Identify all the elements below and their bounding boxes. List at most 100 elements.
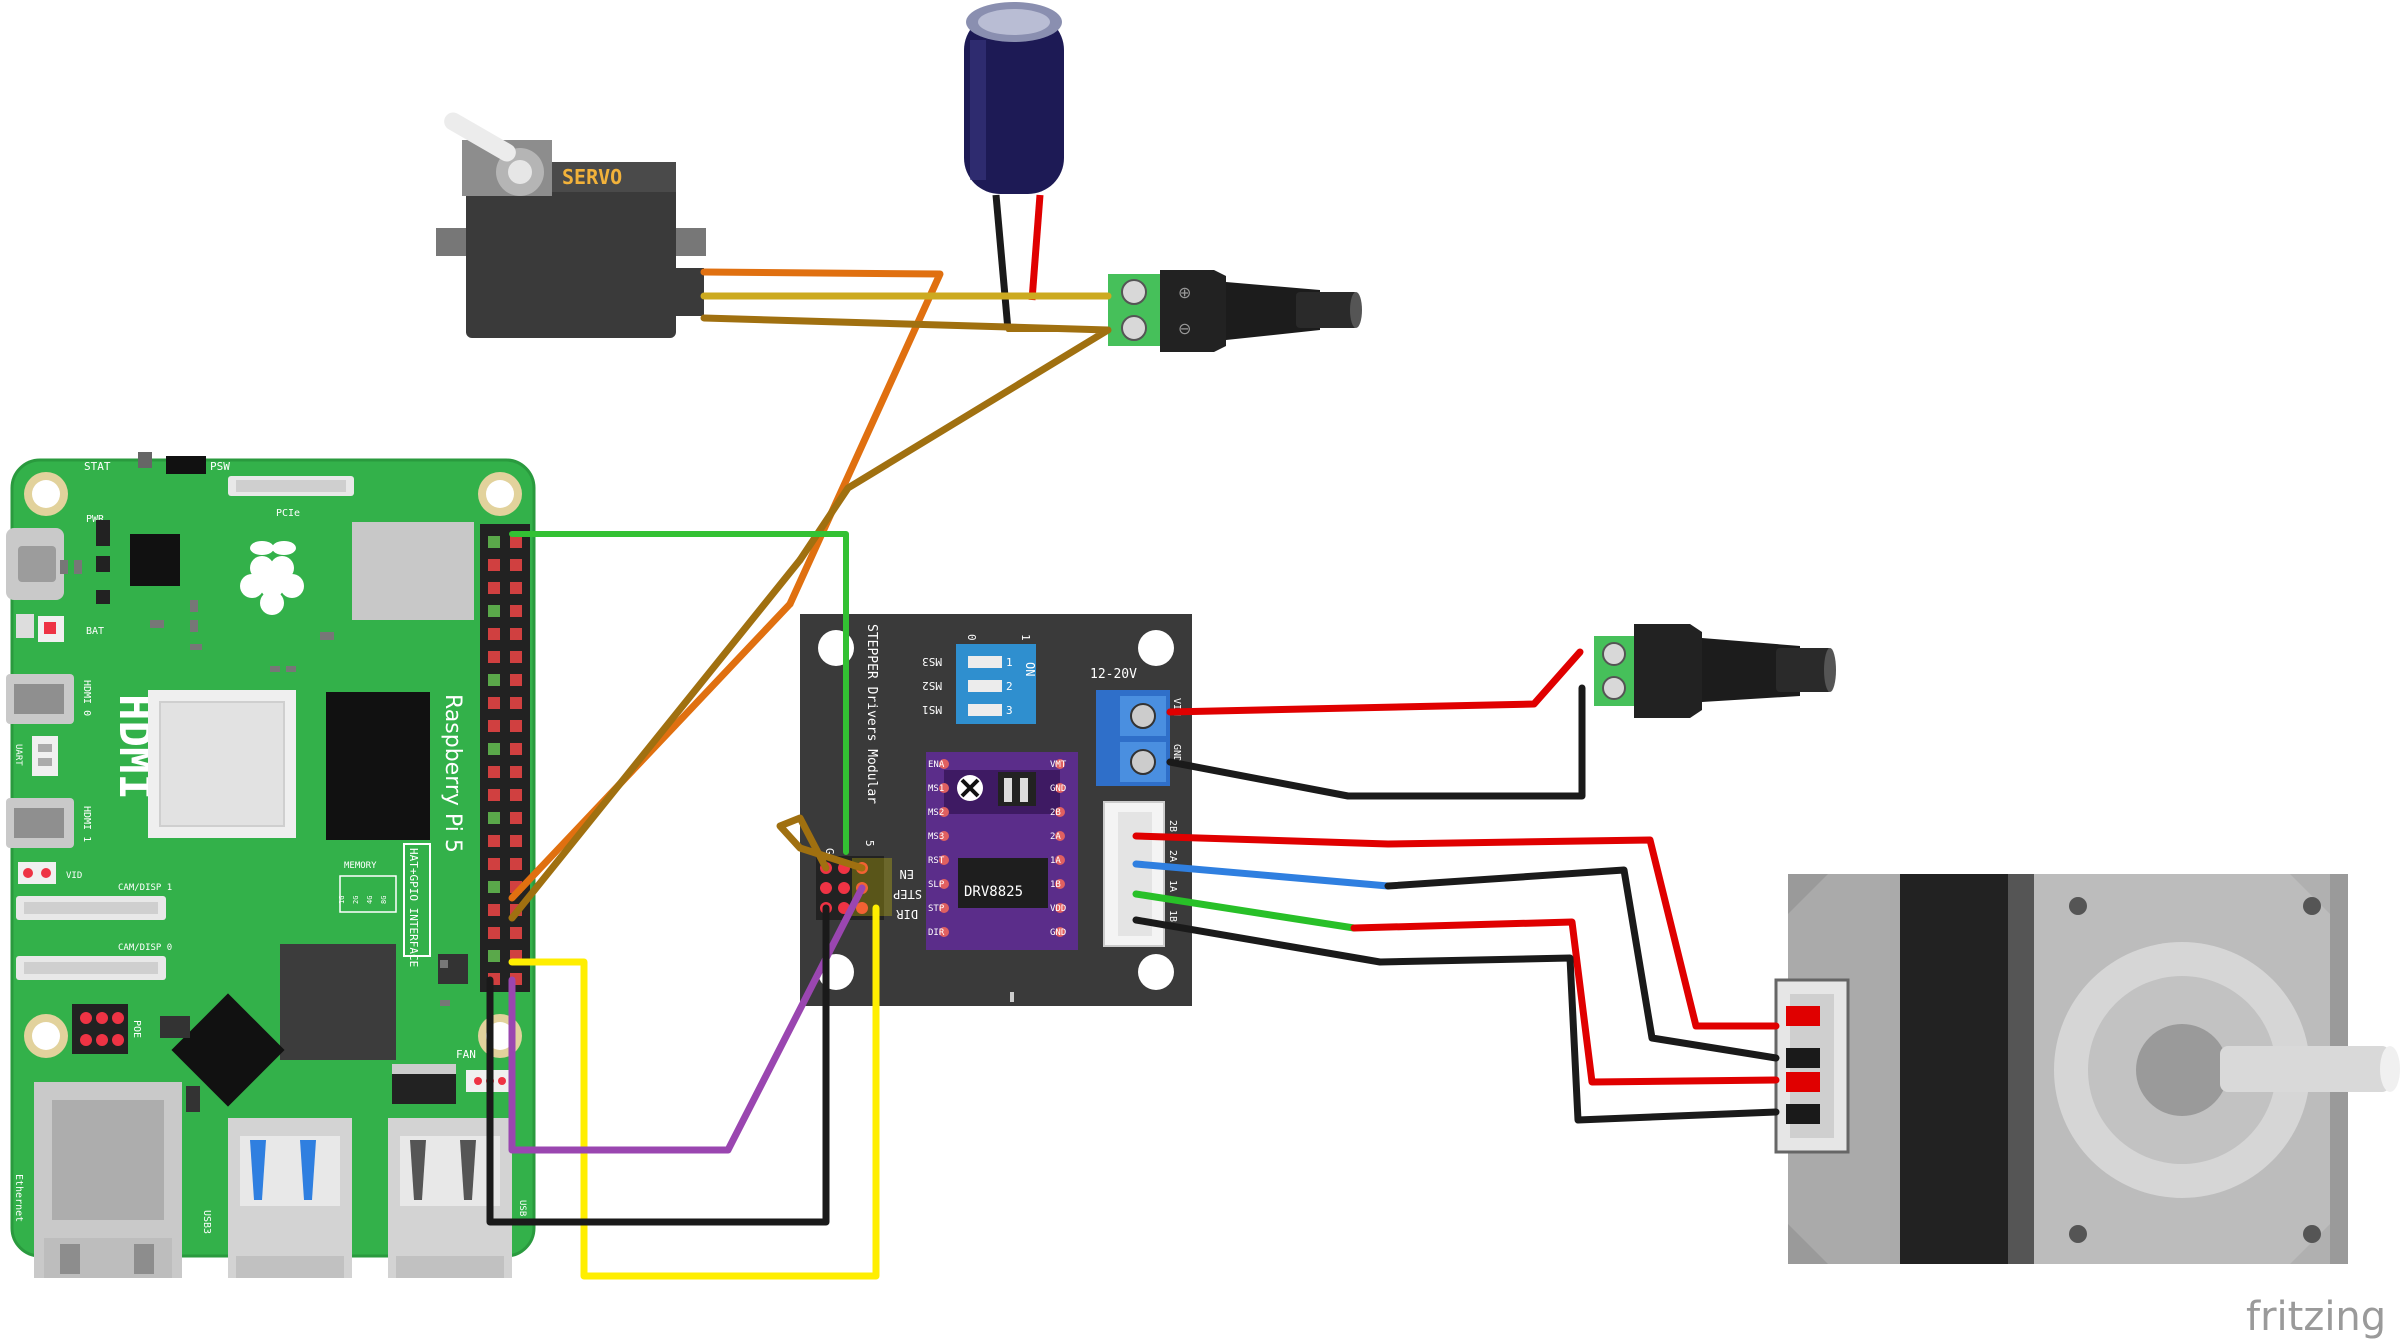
gnd-label: GND <box>1171 744 1182 762</box>
drv-pin-right-label: 2A <box>1050 832 1061 842</box>
pi-psw-label: PSW <box>210 460 230 473</box>
gpio-pin <box>510 766 522 778</box>
gpio-pin <box>488 927 500 939</box>
drv-pin-left <box>939 879 949 889</box>
drv-pin-right <box>1055 783 1065 793</box>
wire-motor-green <box>1132 890 1358 932</box>
gpio-pin <box>510 835 522 847</box>
wire-brown-to-gpio <box>508 556 804 922</box>
drv-pin-right <box>1055 807 1065 817</box>
drv-pin-right-label: 2B <box>1050 808 1061 818</box>
gpio-pin <box>510 720 522 732</box>
wire-motor-blue <box>1132 860 1392 890</box>
pi-hdmi0-label: HDMI 0 <box>81 680 92 716</box>
drv-pin-right-label: 1A <box>1050 856 1061 866</box>
gpio-pin <box>510 858 522 870</box>
dip-idx-1: 1 <box>1006 656 1013 669</box>
wire-motor-red-2 <box>1350 918 1780 1086</box>
gpio-header <box>480 524 530 992</box>
ctrl-en-label: EN <box>900 867 914 881</box>
gpio-pin <box>510 536 522 548</box>
pi-poe-label: POE <box>131 1020 142 1038</box>
drv-pin-right <box>1055 927 1065 937</box>
motor-pin-2a: 2A <box>1167 850 1178 862</box>
gpio-pin <box>510 651 522 663</box>
servo-motor: SERVO <box>436 112 706 338</box>
ctrl-step-label: STEP <box>893 887 922 901</box>
pi-hat-label: HAT+GPIO INTERFACE <box>407 848 420 967</box>
wire-motor-black-1 <box>1384 866 1780 1062</box>
drv-pin-left <box>939 807 949 817</box>
drv-pin-right-label: VMT <box>1050 760 1067 770</box>
pi-stat-label: STAT <box>84 460 111 473</box>
ms1-label: MS1 <box>922 703 942 716</box>
wire-black-gnd <box>486 904 830 1226</box>
pi-bat-label: BAT <box>86 626 104 637</box>
ctrl-top-g: G <box>823 848 836 855</box>
gpio-pin <box>488 536 500 548</box>
raspberry-logo <box>240 541 304 615</box>
voltage-label: 12-20V <box>1090 667 1137 682</box>
drv-pin-right-label: 1B <box>1050 880 1061 890</box>
servo-label: SERVO <box>562 165 622 189</box>
wire-brown-loop <box>776 814 866 872</box>
ctrl-dir-label: DIR <box>896 907 918 921</box>
drv-pin-left <box>939 783 949 793</box>
drv-pin-left-label: MS2 <box>928 808 944 818</box>
drv-pin-right-label: VDD <box>1050 904 1066 914</box>
capacitor <box>964 2 1064 331</box>
motor-pin-1b: 1B <box>1167 910 1178 922</box>
drv-pin-left <box>939 903 949 913</box>
drv-pin-right <box>1055 759 1065 769</box>
ms2-label: MS2 <box>922 679 942 692</box>
drv8825-module: DRV8825 ENAMS1MS2MS3RSTSLPSTPDIRVMTGND2B… <box>926 752 1078 950</box>
pi-cam0-label: CAM/DISP 0 <box>118 943 172 953</box>
gpio-pin <box>488 766 500 778</box>
gpio-pin <box>488 651 500 663</box>
ms3-label: MS3 <box>922 655 942 668</box>
drv-pin-right <box>1055 831 1065 841</box>
gpio-pin <box>510 559 522 571</box>
dip-num-0: 0 <box>965 634 978 641</box>
pi-usb2-label: USB <box>517 1200 527 1216</box>
gpio-pin <box>488 582 500 594</box>
gpio-pin <box>488 720 500 732</box>
pi-mem-2g: 2G <box>352 896 360 904</box>
driver-title: STEPPER Drivers Modular <box>864 624 879 804</box>
dc-jack-right <box>1594 624 1836 718</box>
gpio-pin <box>510 582 522 594</box>
svg-text:⊖: ⊖ <box>1178 319 1191 338</box>
gpio-pin <box>488 743 500 755</box>
wire-motor-black-2 <box>1132 916 1780 1124</box>
pi-memory-label: MEMORY <box>344 861 377 871</box>
gpio-pin <box>488 628 500 640</box>
dip-idx-2: 2 <box>1006 680 1013 693</box>
gpio-pin <box>510 697 522 709</box>
gpio-pin <box>510 605 522 617</box>
wire-orange-to-gpio <box>508 600 794 902</box>
motor-pin-1a: 1A <box>1167 880 1178 892</box>
gpio-pin <box>488 605 500 617</box>
fritzing-logo: fritzing <box>2246 1294 2386 1340</box>
dip-idx-3: 3 <box>1006 704 1013 717</box>
pi-pwr-label: PWR <box>86 514 105 525</box>
drv-pin-left-label: MS1 <box>928 784 944 794</box>
wire-power-red <box>1166 648 1584 716</box>
pi-uart-label: UART <box>13 744 23 766</box>
dip-num-1: 1 <box>1019 634 1032 641</box>
drv-pin-right <box>1055 879 1065 889</box>
drv-pin-right <box>1055 903 1065 913</box>
pi-pcie-label: PCIe <box>276 508 300 519</box>
pi-cam1-label: CAM/DISP 1 <box>118 883 172 893</box>
gpio-pin <box>488 881 500 893</box>
gpio-pin <box>488 559 500 571</box>
wire-yellow <box>508 904 880 1280</box>
gpio-pin <box>488 835 500 847</box>
pi-fan-label: FAN <box>456 1048 476 1061</box>
drv-pin-left <box>939 855 949 865</box>
pi-mem-8g: 8G <box>380 896 388 904</box>
wires <box>486 268 1820 1280</box>
wire-motor-red-1 <box>1132 832 1780 1030</box>
drv-pin-left-label: MS3 <box>928 832 944 842</box>
